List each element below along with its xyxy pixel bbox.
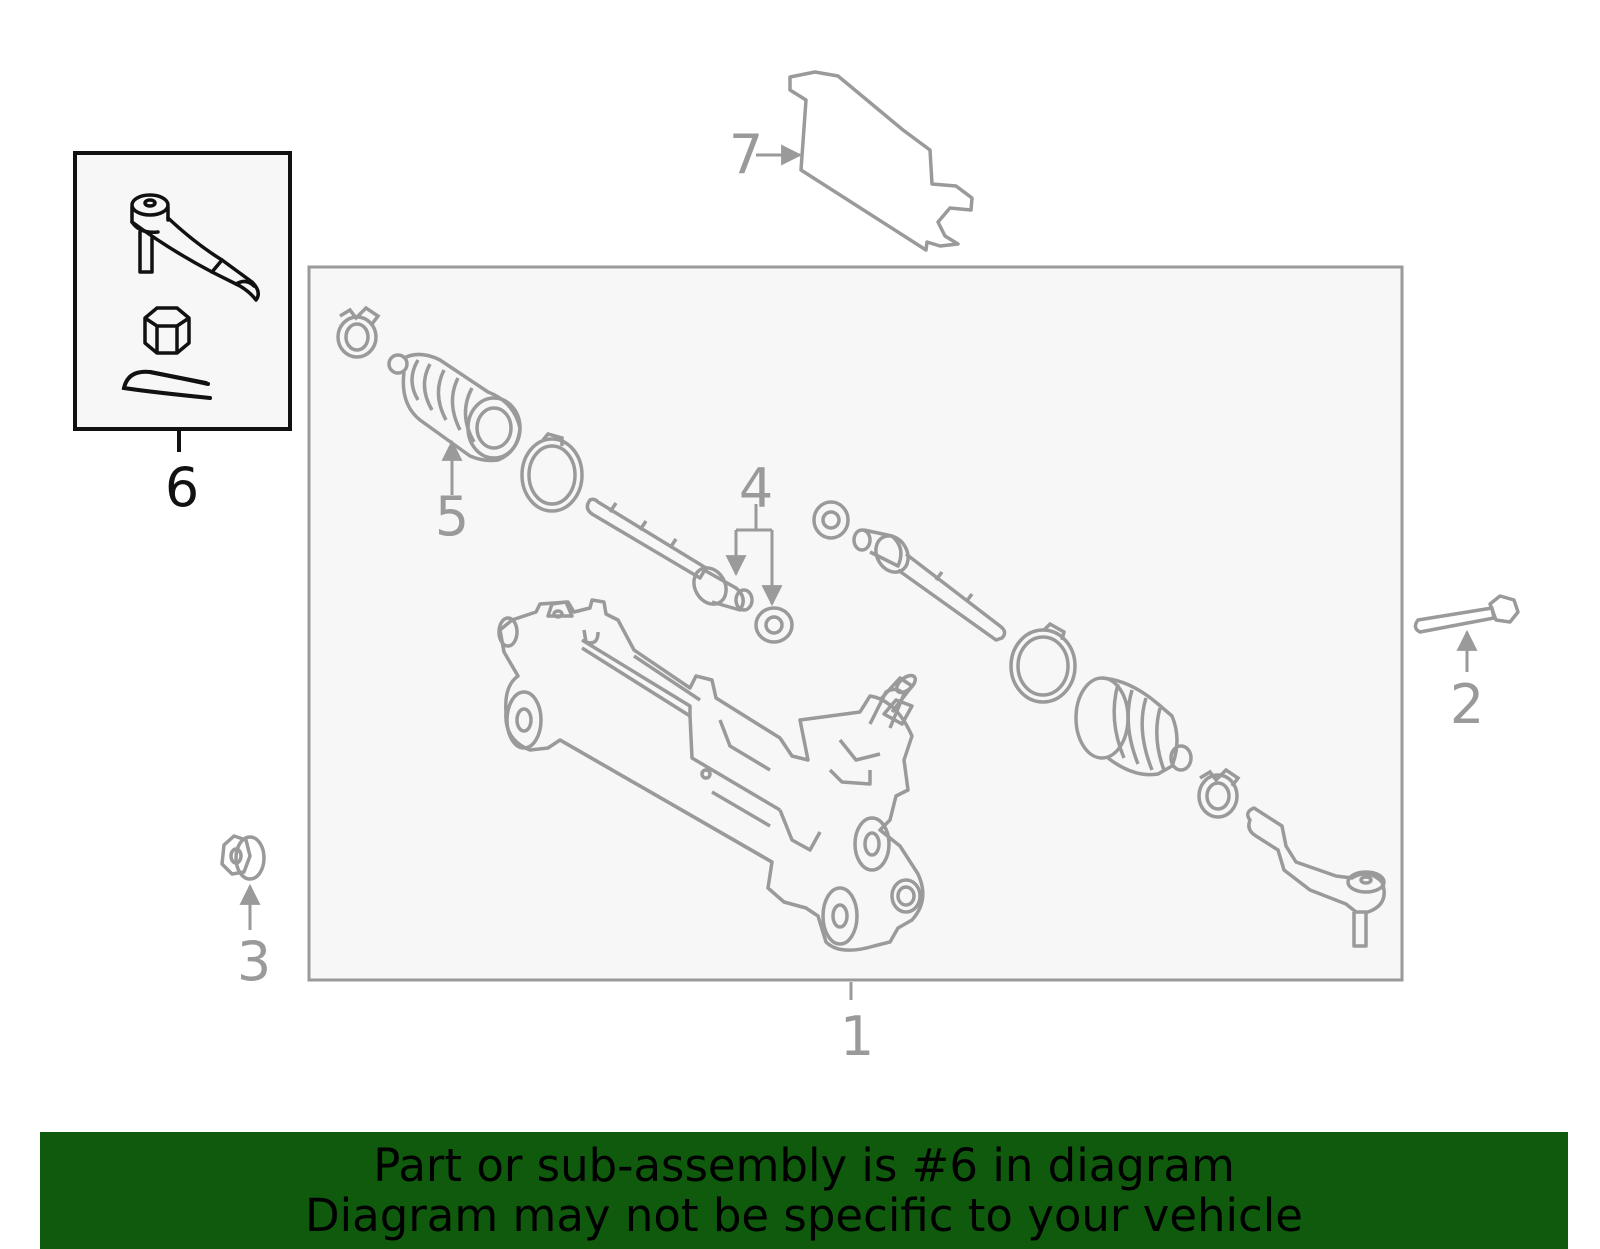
steering-gear-assembly-box[interactable] xyxy=(307,265,1404,982)
band-clamp-left[interactable] xyxy=(520,432,584,513)
heat-shield-part-7[interactable] xyxy=(788,70,974,252)
band-clamp-right[interactable] xyxy=(1009,621,1077,704)
callout-2[interactable]: 2 xyxy=(1449,673,1485,736)
inner-tie-rod-right[interactable] xyxy=(852,528,1007,642)
boot-clamp-right[interactable] xyxy=(1197,767,1241,819)
cotter-pin-part-6[interactable] xyxy=(121,369,212,400)
washer-right[interactable] xyxy=(812,500,850,540)
callout-1[interactable]: 1 xyxy=(839,1005,875,1068)
bellows-boot-part-5[interactable] xyxy=(387,352,522,463)
notice-line-2: Diagram may not be specific to your vehi… xyxy=(305,1188,1303,1242)
callout-3[interactable]: 3 xyxy=(236,930,272,993)
notice-line-1: Part or sub-assembly is #6 in diagram xyxy=(373,1138,1235,1192)
inner-tie-rod-left-part-4[interactable] xyxy=(585,497,754,612)
washer-left-part-4[interactable] xyxy=(754,606,794,644)
notice-banner: Part or sub-assembly is #6 in diagram Di… xyxy=(40,1132,1568,1249)
callout-6[interactable]: 6 xyxy=(164,456,200,519)
flange-nut-part-3[interactable] xyxy=(220,834,266,881)
boot-clamp-left[interactable] xyxy=(336,305,381,359)
tie-rod-end-right[interactable] xyxy=(1246,806,1386,948)
callout-4-bracket xyxy=(725,504,783,607)
bolt-part-2[interactable] xyxy=(1413,594,1520,634)
callout-7[interactable]: 7 xyxy=(728,123,764,186)
pinion-input-shaft[interactable] xyxy=(868,687,906,729)
callout-5[interactable]: 5 xyxy=(434,485,470,548)
tie-rod-end-part-6[interactable] xyxy=(130,193,260,302)
callout-4[interactable]: 4 xyxy=(738,457,774,520)
tie-rod-end-kit-box[interactable] xyxy=(73,151,292,431)
rack-housing[interactable] xyxy=(497,598,925,952)
bellows-boot-right[interactable] xyxy=(1074,676,1193,777)
nut-part-6[interactable] xyxy=(143,306,191,355)
